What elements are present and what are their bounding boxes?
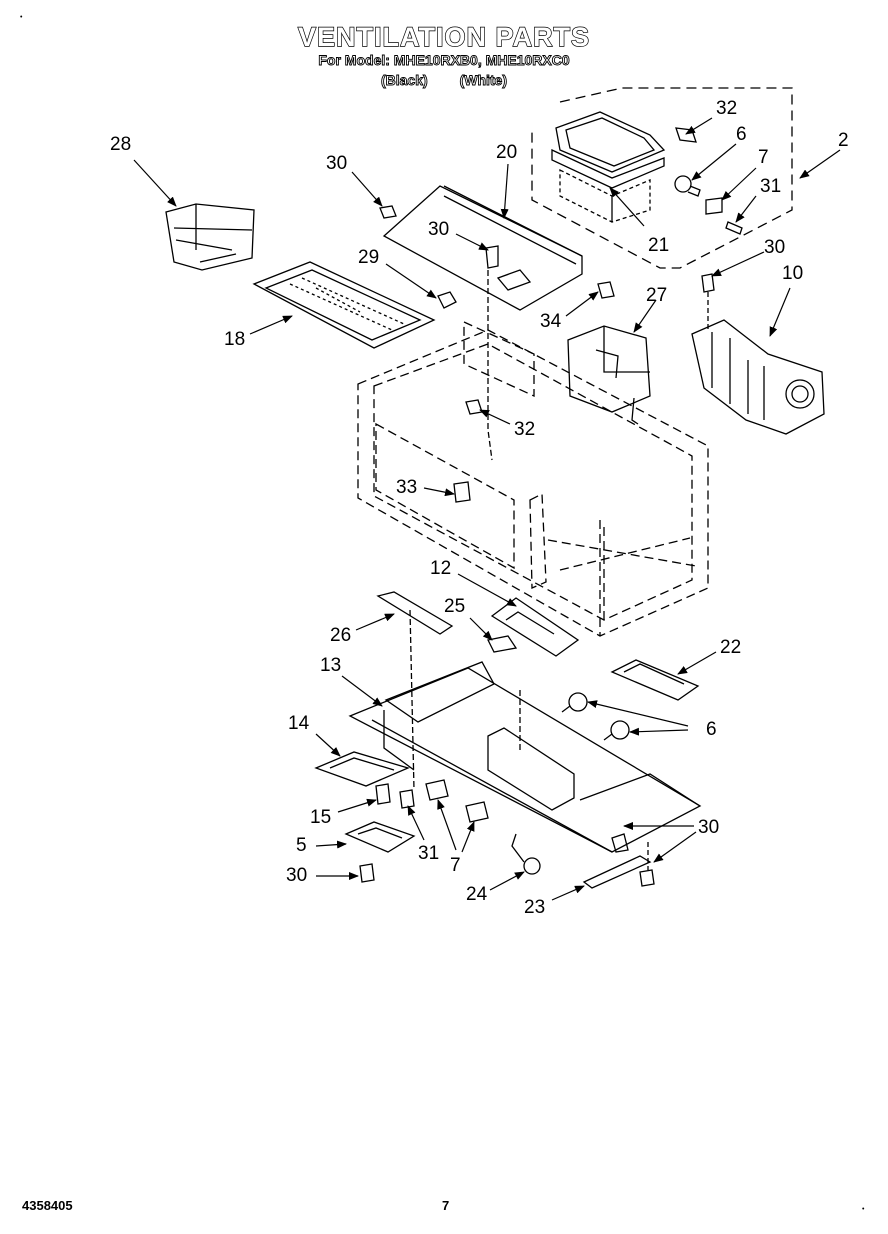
callout-26: 26: [330, 625, 352, 646]
part-34: [597, 281, 615, 299]
strip-23: [582, 855, 652, 889]
callout-6: 6: [736, 124, 747, 145]
part-33: [453, 481, 471, 503]
callout-30: 30: [698, 817, 720, 838]
part-22: [610, 659, 700, 701]
variant-line: (Black) (White): [0, 72, 888, 89]
bulb-icon-bottom-2: [610, 720, 630, 740]
callout-2: 2: [838, 130, 849, 151]
screw-30-e: [611, 833, 629, 853]
callout-7: 7: [758, 147, 769, 168]
callout-27: 27: [646, 285, 668, 306]
part-29: [437, 291, 457, 309]
bulb-icon-top: [674, 175, 692, 193]
variant-white: (White): [459, 72, 507, 89]
bottom-plate-13: [348, 667, 702, 853]
callout-7: 7: [450, 855, 461, 876]
screw-30-d: [359, 863, 375, 883]
top-plate-20: [382, 185, 583, 311]
callout-32: 32: [514, 419, 536, 440]
strip-26: [376, 591, 454, 635]
callout-25: 25: [444, 596, 466, 617]
page-number: 7: [442, 1198, 450, 1213]
callout-29: 29: [358, 247, 380, 268]
bracket-7-top: [705, 197, 723, 215]
fan-motor-10: [691, 319, 825, 435]
vent-grille-21: [555, 111, 666, 173]
callout-32: 32: [716, 98, 738, 119]
corner-mark: •: [20, 14, 23, 21]
callout-34: 34: [540, 311, 562, 332]
callout-31: 31: [760, 176, 782, 197]
part-5: [344, 821, 416, 853]
grille-plate-18: [252, 261, 436, 349]
callout-13: 13: [320, 655, 342, 676]
callout-28: 28: [110, 134, 132, 155]
callout-30: 30: [764, 237, 786, 258]
variant-black: (Black): [380, 72, 429, 89]
callout-30: 30: [326, 153, 348, 174]
callout-10: 10: [782, 263, 804, 284]
callout-33: 33: [396, 477, 418, 498]
duct-27: [567, 325, 651, 413]
callout-21: 21: [648, 235, 670, 256]
corner-mark: •: [862, 1206, 865, 1213]
callout-6: 6: [706, 719, 717, 740]
part-25: [487, 635, 518, 653]
callout-30: 30: [286, 865, 308, 886]
part-14: [314, 751, 410, 787]
screw-30-a: [379, 205, 397, 219]
screw-30-b: [485, 245, 499, 269]
screw-30-c: [701, 273, 715, 293]
callout-24: 24: [466, 884, 488, 905]
screw-31-bottom: [399, 789, 415, 809]
group-box-2: [531, 87, 793, 269]
document-number: 4358405: [22, 1198, 73, 1213]
callout-23: 23: [524, 897, 546, 918]
filter-12: [490, 597, 580, 657]
callout-22: 22: [720, 637, 742, 658]
bulb-icon-bottom-1: [568, 692, 588, 712]
callout-31: 31: [418, 843, 440, 864]
callout-30: 30: [428, 219, 450, 240]
callout-18: 18: [224, 329, 246, 350]
callout-15: 15: [310, 807, 332, 828]
part-32-mid: [465, 399, 483, 415]
model-line: For Model: MHE10RXB0, MHE10RXC0: [318, 52, 570, 69]
page-title: VENTILATION PARTS: [297, 21, 590, 52]
part-24: [523, 857, 541, 875]
callout-12: 12: [430, 558, 452, 579]
bracket-7-bottom: [425, 779, 449, 801]
screw-31-top: [725, 221, 743, 235]
screw-15: [375, 783, 391, 805]
callout-20: 20: [496, 142, 518, 163]
callout-14: 14: [288, 713, 310, 734]
callout-5: 5: [296, 835, 307, 856]
